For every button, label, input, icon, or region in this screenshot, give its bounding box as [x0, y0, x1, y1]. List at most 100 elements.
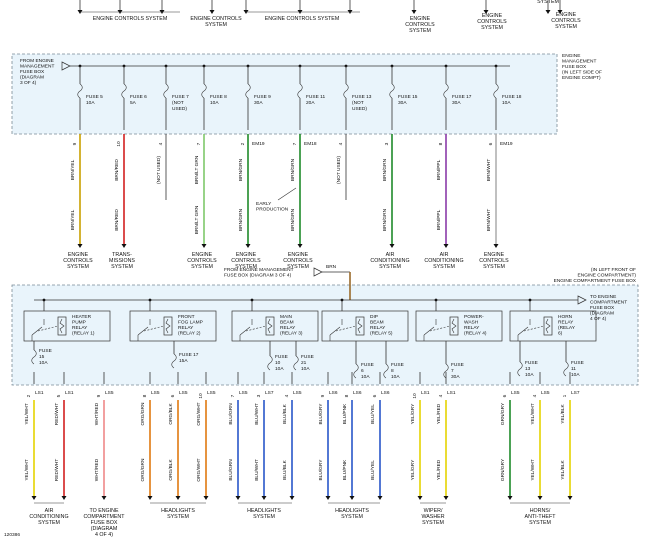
top-label-4: SYSTEM: [409, 28, 431, 34]
upper-wire-label: BRN/GRN: [382, 208, 388, 231]
relay-2-label: (RELAY 2): [178, 331, 201, 337]
lower-wire-label: GRN/GRY: [500, 458, 506, 481]
upper-fuse-rating: 10A: [502, 100, 511, 106]
lower-pin: 9: [96, 394, 102, 397]
splice-dot: [434, 298, 438, 302]
lower-fuse-rating: 30A: [451, 374, 460, 380]
upper-dest-label: ENGINE: [288, 252, 309, 258]
lower-wire-label: RED/WHT: [54, 403, 60, 425]
bottom-label-3: HEADLIGHTS: [161, 508, 195, 514]
upper-dest-label: SYSTEM: [433, 264, 455, 270]
bottom-label-7: ANTI-THEFT: [525, 514, 557, 520]
lower-wire-label: GRN/GRY: [500, 402, 506, 425]
relay-1-label: PUMP: [72, 320, 86, 326]
upper-dest-label: SYSTEM: [287, 264, 309, 270]
lower-wire-label: YEL/GRY: [410, 403, 416, 425]
relay-5-label: RELAY: [464, 325, 480, 331]
splice-dot: [148, 298, 152, 302]
relay-3-label: MAIN: [280, 314, 293, 320]
lower-fuse-name: FUSE: [39, 348, 52, 354]
top-arrow-icon: [545, 10, 551, 14]
lower-conn: LS7: [265, 390, 274, 396]
relay-6-label: 6): [558, 331, 563, 337]
lower-wire-label: BLU/GRN: [228, 403, 234, 425]
upper-fuse-name: FUSE 13: [352, 94, 372, 100]
bottom-label-2: TO ENGINE: [89, 508, 119, 514]
lower-wire-label: BLU/WHT: [254, 459, 260, 481]
top-label-6: SYSTEM: [537, 0, 559, 5]
splice-dot: [250, 298, 254, 302]
bottom-label-5: HEADLIGHTS: [335, 508, 369, 514]
top-label-3: ENGINE CONTROLS SYSTEM: [265, 16, 339, 22]
lower-fuse-6-icon: [383, 363, 389, 379]
lower-fuse-2-icon: [171, 353, 177, 369]
upper-pin: 3: [384, 142, 390, 145]
top-label-7: CONTROLS: [551, 18, 581, 24]
lower-wire-label: ORG/GRN: [140, 402, 146, 425]
upper-wire-label: BRN/YEL: [70, 159, 76, 180]
dest-arrow-icon: [325, 496, 331, 500]
upper-wire-label: BRN/PPL: [436, 209, 442, 230]
upper-dest-label: ENGINE: [68, 252, 89, 258]
lower-conn: LS5: [293, 390, 302, 396]
dest-arrow-icon: [567, 496, 573, 500]
top-label-2: ENGINE CONTROLS: [190, 16, 242, 22]
switch-icon: [137, 326, 149, 336]
lower-fuse-name: FUSE: [391, 362, 404, 368]
dest-arrow-icon: [147, 496, 153, 500]
coil-icon: [545, 318, 551, 334]
top-label-1: ENGINE CONTROLS SYSTEM: [93, 16, 167, 22]
lower-conn: LS5: [105, 390, 114, 396]
top-label-4: CONTROLS: [405, 22, 435, 28]
lower-fuse-name: FUSE: [275, 354, 288, 360]
upper-box-label: FUSE BOX: [562, 64, 587, 70]
lower-fuse-rating: 10A: [275, 366, 284, 372]
relay-4-box: [321, 310, 409, 342]
lower-fuse-3-icon: [267, 355, 273, 371]
lower-conn: LS5: [541, 390, 550, 396]
dest-arrow-icon: [297, 244, 303, 248]
relay-4-label: (RELAY 5): [370, 331, 393, 337]
relay-coil-icon: [57, 316, 67, 336]
lower-pin: 4: [284, 394, 290, 397]
bottom-label-2: COMPARTMENT: [83, 514, 125, 520]
lower-fuse-rating: 10A: [571, 372, 580, 378]
upper-wire-label: BRN/GRN: [290, 158, 296, 181]
dest-arrow-icon: [261, 496, 267, 500]
lower-wire-label: BLU/YEL: [370, 460, 376, 480]
top-label-4: ENGINE: [410, 16, 431, 22]
upper-dest-label: CONTROLS: [283, 258, 313, 264]
relay-6-box: [509, 310, 597, 342]
dest-arrow-icon: [175, 496, 181, 500]
upper-dest-label: AIR: [440, 252, 449, 258]
lower-fuse-num: 15: [39, 354, 45, 360]
coil-icon: [357, 318, 363, 334]
dest-arrow-icon: [349, 496, 355, 500]
top-label-5: CONTROLS: [477, 19, 507, 25]
upper-pin: 8: [438, 142, 444, 145]
upper-wire-label: BRN/GRN: [290, 208, 296, 231]
lower-to-label: (DIAGRAM: [590, 311, 614, 317]
lower-conn: LS7: [571, 390, 580, 396]
connector-tag: EM19: [500, 141, 513, 147]
bottom-label-1: CONDITIONING: [29, 514, 68, 520]
top-arrow-icon: [209, 10, 215, 14]
middle-wire-label: BRN: [326, 264, 337, 270]
relay-2-label: FRONT: [178, 314, 195, 320]
lower-wire-label: YEL/RED: [436, 403, 442, 424]
fuse-3-icon: [163, 83, 169, 99]
connector-icon: [577, 295, 587, 305]
lower-wire-label: YEL/WHT: [530, 403, 536, 424]
upper-pin: 10: [116, 141, 122, 147]
lower-conn: LS5: [511, 390, 520, 396]
lower-fuse-num: 8: [391, 368, 394, 374]
bottom-label-7: SYSTEM: [529, 520, 551, 526]
dest-arrow-icon: [443, 496, 449, 500]
middle-source-label: FUSE BOX (DIAGRAM 3 OF 4): [224, 273, 292, 279]
fuse-1-icon: [77, 83, 83, 99]
fuse-6-icon: [297, 83, 303, 99]
early-production-label: EARLY: [256, 201, 272, 207]
upper-dest-label: CONTROLS: [479, 258, 509, 264]
relay-1-label: RELAY: [72, 325, 88, 331]
lower-fuse-rating: 10A: [361, 374, 370, 380]
